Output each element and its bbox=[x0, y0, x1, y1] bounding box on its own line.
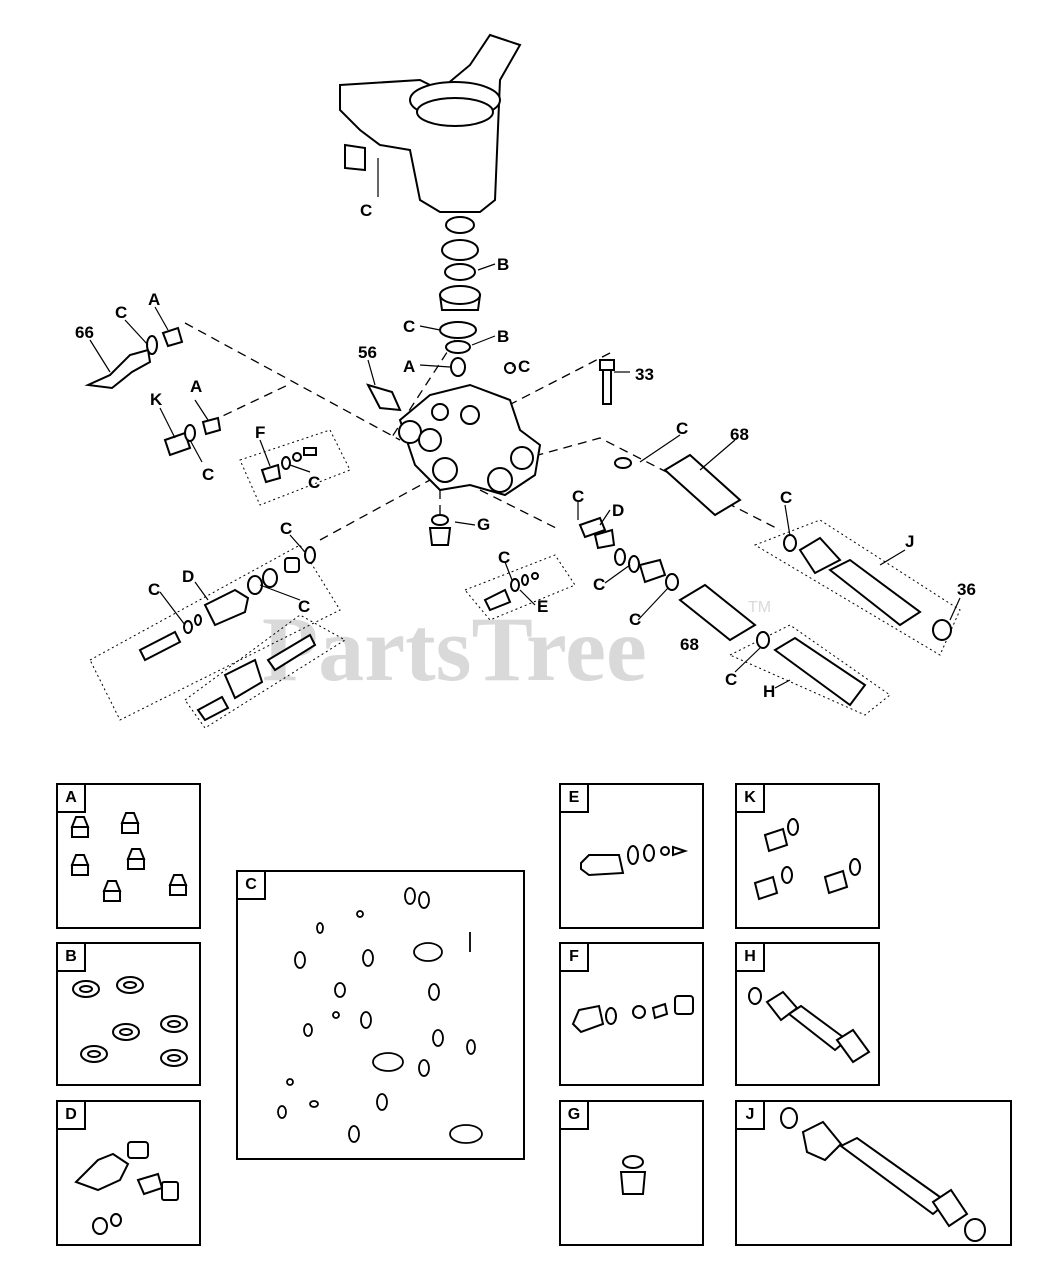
kit-box-k: K bbox=[735, 783, 880, 929]
callout-36: 36 bbox=[957, 580, 976, 599]
callout-c-top: C bbox=[360, 201, 372, 220]
callout-d-right: D bbox=[612, 501, 624, 520]
callout-h: H bbox=[763, 682, 775, 701]
callout-c-pair: C bbox=[593, 575, 605, 594]
kit-tag-k: K bbox=[737, 785, 765, 813]
callout-a-left: A bbox=[190, 377, 202, 396]
watermark-text: PartsTree bbox=[262, 598, 647, 700]
kit-box-g: G bbox=[559, 1100, 704, 1246]
kit-box-b: B bbox=[56, 942, 201, 1086]
callout-a-66: A bbox=[148, 290, 160, 309]
kit-tag-g: G bbox=[561, 1102, 589, 1130]
callout-68-upper: 68 bbox=[730, 425, 749, 444]
kit-outline-boxes bbox=[89, 429, 961, 729]
callout-56: 56 bbox=[358, 343, 377, 362]
group-d-left-parts bbox=[138, 546, 317, 722]
callout-c-d: C bbox=[572, 487, 584, 506]
kit-tag-d: D bbox=[58, 1102, 86, 1130]
kit-box-a: A bbox=[56, 783, 201, 929]
callout-c-f: C bbox=[308, 473, 320, 492]
group-g-parts bbox=[428, 514, 452, 546]
pump-manifold bbox=[398, 383, 542, 497]
group-d-right-parts bbox=[578, 516, 667, 584]
left-plugs bbox=[163, 416, 222, 457]
tube-68-upper bbox=[614, 453, 742, 517]
group-h-parts bbox=[756, 631, 867, 707]
callout-c-68b: C bbox=[629, 610, 641, 629]
kit-tag-f: F bbox=[561, 944, 589, 972]
kit-box-j: J bbox=[735, 1100, 1012, 1246]
leader-lines bbox=[89, 158, 961, 689]
group-e-parts bbox=[483, 572, 539, 612]
bolt-33 bbox=[599, 359, 615, 405]
kit-box-c: C bbox=[236, 870, 525, 1160]
unloader-66 bbox=[84, 326, 184, 390]
watermark-tm: TM bbox=[748, 599, 771, 616]
callout-c-ball: C bbox=[518, 357, 530, 376]
exploded-parts-diagram: PartsTree TM bbox=[75, 33, 976, 729]
callout-a-center: A bbox=[403, 357, 415, 376]
seal-stack bbox=[438, 216, 516, 377]
callout-66: 66 bbox=[75, 323, 94, 342]
callout-k: K bbox=[150, 390, 163, 409]
kit-tag-c: C bbox=[238, 872, 266, 900]
callout-e: E bbox=[537, 597, 548, 616]
callout-c-dl2: C bbox=[298, 597, 310, 616]
callout-labels: C B C B 56 A C 33 66 C A K A C F C C 68 … bbox=[75, 201, 976, 701]
kit-tag-h: H bbox=[737, 944, 765, 972]
callout-g: G bbox=[477, 515, 490, 534]
callout-c-h: C bbox=[725, 670, 737, 689]
kit-tag-b: B bbox=[58, 944, 86, 972]
callout-b-2: B bbox=[497, 327, 509, 346]
tube-68-lower bbox=[665, 573, 757, 642]
callout-j: J bbox=[905, 532, 914, 551]
callout-c-66: C bbox=[115, 303, 127, 322]
callout-c-2: C bbox=[403, 317, 415, 336]
callout-c-left: C bbox=[280, 519, 292, 538]
callout-c-e: C bbox=[498, 548, 510, 567]
kit-box-h: H bbox=[735, 942, 880, 1086]
callout-33: 33 bbox=[635, 365, 654, 384]
callout-f: F bbox=[255, 423, 265, 442]
callout-b-1: B bbox=[497, 255, 509, 274]
kit-tag-e: E bbox=[561, 785, 589, 813]
kit-box-f: F bbox=[559, 942, 704, 1086]
callout-c-dl: C bbox=[148, 580, 160, 599]
group-f-parts bbox=[260, 447, 317, 484]
callout-68-lower: 68 bbox=[680, 635, 699, 654]
callout-d-left: D bbox=[182, 567, 194, 586]
kit-tag-j: J bbox=[737, 1102, 765, 1130]
kit-box-d: D bbox=[56, 1100, 201, 1246]
pump-housing bbox=[339, 33, 522, 213]
kit-box-e: E bbox=[559, 783, 704, 929]
callout-c-k: C bbox=[202, 465, 214, 484]
callout-c-j: C bbox=[780, 488, 792, 507]
kit-tag-a: A bbox=[58, 785, 86, 813]
callout-c-68top: C bbox=[676, 419, 688, 438]
fitting-56 bbox=[366, 383, 402, 412]
